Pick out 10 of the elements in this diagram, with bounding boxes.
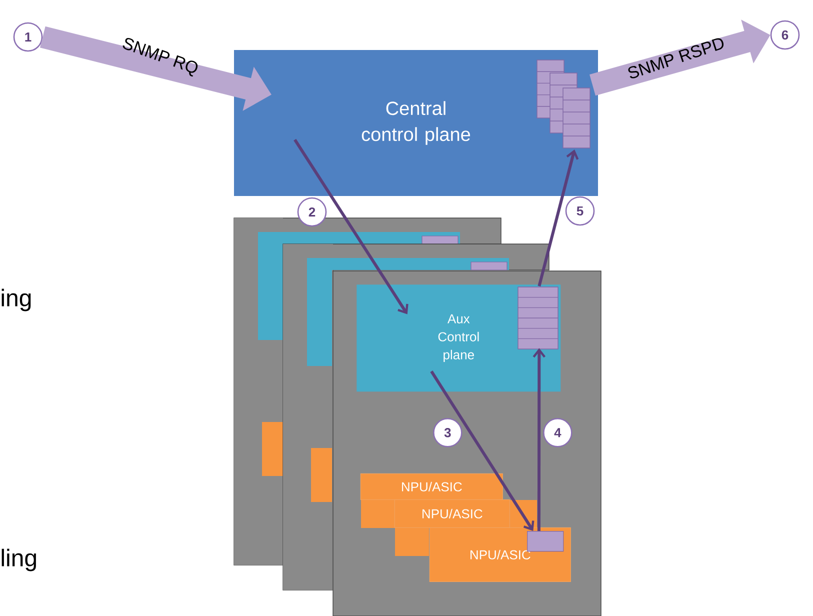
queue-stack bbox=[518, 286, 558, 350]
edge-label: SNMP RQ bbox=[122, 38, 198, 77]
control-plane-box: Central control plane bbox=[234, 50, 598, 196]
arrow bbox=[532, 348, 546, 532]
arrow bbox=[430, 370, 534, 532]
slide-text: ing bbox=[2, 288, 31, 312]
queue-stack bbox=[536, 60, 590, 148]
arrow bbox=[538, 150, 579, 287]
edge-label: SNMP RSPD bbox=[628, 38, 724, 78]
slide-text: ling bbox=[2, 548, 36, 572]
